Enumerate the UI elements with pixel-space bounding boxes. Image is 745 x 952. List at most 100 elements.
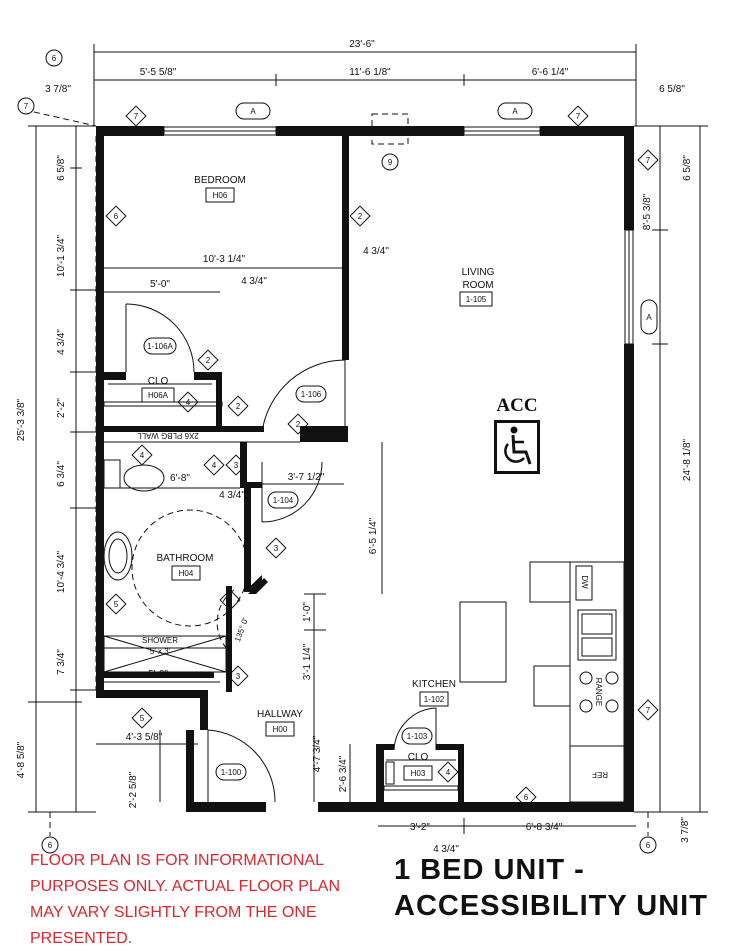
dim-left-closet: 2'-2" — [56, 398, 67, 418]
dim-top-right-offset: 6 5/8" — [659, 84, 685, 95]
dim-top-left: 5'-5 5/8" — [140, 67, 177, 78]
wall-tag: 3 — [236, 672, 241, 681]
dim-shower-height: 3'-1 1/4" — [302, 643, 313, 680]
dim-toilet-width: 6'-8" — [170, 473, 190, 484]
dim-bath-wall: 4 3/4" — [219, 490, 245, 501]
dim-bath-depth: 6'-5 1/4" — [368, 517, 379, 554]
wall-tag: 2 — [236, 402, 241, 411]
dim-overall-width: 23'-6" — [349, 39, 375, 50]
dim-top-middle: 11'-6 1/8" — [349, 67, 391, 78]
dim-left-top: 6 5/8" — [56, 155, 67, 181]
window-tag-2: A — [512, 107, 518, 116]
wall-tag: 2 — [206, 356, 211, 365]
shower-size: 5' x 3' — [150, 647, 171, 656]
wall-tag: 4 — [446, 768, 451, 777]
bathroom-number: H04 — [179, 569, 194, 578]
wall-tag: 7 — [646, 706, 651, 715]
kitchen-number: 1-102 — [424, 695, 445, 704]
disclaimer-line-3: MAY VARY SLIGHTLY FROM THE ONE — [30, 904, 317, 921]
hall-closet-label: CLO — [408, 752, 429, 763]
wall-tag: 2 — [296, 420, 301, 429]
room-labels: BEDROOM H06 CLO H06A LIVING ROOM 1-105 B… — [141, 175, 495, 781]
closet-label: CLO — [148, 376, 169, 387]
door-swings — [125, 303, 437, 803]
accessible-label: ACC — [496, 395, 537, 416]
bathroom-label: BATHROOM — [156, 553, 213, 564]
living-room-label-2: ROOM — [462, 280, 493, 291]
wall-tag: 4 — [212, 461, 217, 470]
wall-tag: 4 — [140, 451, 145, 460]
dim-left-shower: 7 3/4" — [56, 649, 67, 675]
door-tag-hall: 1-100 — [221, 768, 242, 777]
dim-left-wet: 6 3/4" — [56, 461, 67, 487]
dim-bath-opening: 3'-7 1/2" — [288, 472, 325, 483]
window-tags: A A A — [235, 102, 658, 335]
dim-hall-length: 4'-7 3/4" — [312, 735, 323, 772]
dim-top-right: 6'-6 1/4" — [532, 67, 569, 78]
range-label: RANGE — [594, 678, 603, 706]
unit-title-line-1: 1 BED UNIT - — [394, 854, 585, 886]
grid-tag-bottom-right: 6 — [646, 841, 651, 850]
dim-closet-width: 5'-0" — [150, 279, 170, 290]
dishwasher-label: DW — [580, 575, 589, 589]
dim-top-left-offset: 3 7/8" — [45, 84, 71, 95]
disclaimer-line-2: PURPOSES ONLY. ACTUAL FLOOR PLAN — [30, 878, 341, 895]
dim-hall-width: 4'-3 5/8" — [126, 732, 163, 743]
dim-shower-width: 5'-0" — [148, 669, 168, 680]
hallway-number: H00 — [273, 725, 288, 734]
shower-label: SHOWER — [142, 636, 178, 645]
wall-tag: 6 — [114, 212, 119, 221]
living-room-number: 1-105 — [466, 295, 487, 304]
dim-right-overall: 24'-8 1/8" — [682, 438, 693, 481]
dim-closet-wall: 4 3/4" — [241, 276, 267, 287]
plumbing-wall-label: 2X6 PLBG WALL — [137, 431, 199, 440]
dim-left-hall: 4'-8 5/8" — [16, 741, 27, 778]
dim-left-overall: 25'-3 3/8" — [16, 398, 27, 441]
unit-title: 1 BED UNIT - ACCESSIBILITY UNIT — [394, 852, 744, 924]
wall-tag: 6 — [524, 793, 529, 802]
dim-bottom-left: 3'-2" — [410, 822, 430, 833]
door-tags: 1-106 1-106A 1-104 1-100 1-103 — [143, 337, 433, 781]
dimension-text: 23'-6" 5'-5 5/8" 11'-6 1/8" 6'-6 1/4" 3 … — [16, 39, 693, 855]
wheelchair-icon — [494, 420, 540, 474]
living-room-label-1: LIVING — [462, 267, 495, 278]
wall-tag: 2 — [358, 212, 363, 221]
fixtures — [103, 113, 625, 803]
dim-bottom-wall: 4 3/4" — [433, 844, 459, 855]
door-tag-closet-2: 1-103 — [407, 732, 428, 741]
disclaimer-note: FLOOR PLAN IS FOR INFORMATIONAL PURPOSES… — [30, 848, 390, 952]
hall-closet-number: H03 — [411, 769, 426, 778]
window-tag-3: A — [646, 313, 652, 322]
wall-tag: 5 — [140, 714, 145, 723]
grid-bubbles: 6 7 6 6 — [17, 49, 657, 854]
wall-type-tags: 7 7 7 6 2 2 2 2 4 4 4 3 3 3 3 5 5 6 4 7 … — [105, 105, 659, 808]
kitchen-label: KITCHEN — [412, 679, 456, 690]
dim-shower-step: 1'-0" — [302, 602, 313, 622]
turning-label: 135° 0' — [233, 616, 250, 643]
fan-tag: 9 — [388, 158, 393, 167]
hallway-label: HALLWAY — [257, 709, 303, 720]
dim-left-wall1: 4 3/4" — [56, 329, 67, 355]
disclaimer-line-1: FLOOR PLAN IS FOR INFORMATIONAL — [30, 852, 324, 869]
dimension-lines — [28, 44, 708, 834]
wall-tag: 4 — [186, 398, 191, 407]
wall-tag: 3 — [274, 544, 279, 553]
wall-tag: 7 — [576, 112, 581, 121]
dim-hall-depth: 2'-2 5/8" — [128, 771, 139, 808]
dim-right-window: 8'-5 3/8" — [642, 193, 653, 230]
window-tag-1: A — [250, 107, 256, 116]
door-tag-closet: 1-106A — [147, 342, 173, 351]
dim-left-bedroom: 10'-1 3/4" — [56, 234, 67, 277]
door-tag-bath: 1-104 — [273, 496, 294, 505]
dim-closet-depth: 2'-6 3/4" — [338, 755, 349, 792]
disclaimer-line-4: PRESENTED. — [30, 930, 133, 947]
grid-tag-bottom-left: 6 — [48, 841, 53, 850]
dim-bedroom-wall: 4 3/4" — [363, 246, 389, 257]
dim-right-top: 6 5/8" — [682, 155, 693, 181]
wall-tag: 5 — [114, 600, 119, 609]
dim-bottom-right-offset: 3 7/8" — [680, 817, 691, 843]
wall-tag: 3 — [228, 596, 233, 605]
dim-bottom-right: 6'-8 3/4" — [526, 822, 563, 833]
dim-bedroom-width: 10'-3 1/4" — [203, 254, 246, 265]
